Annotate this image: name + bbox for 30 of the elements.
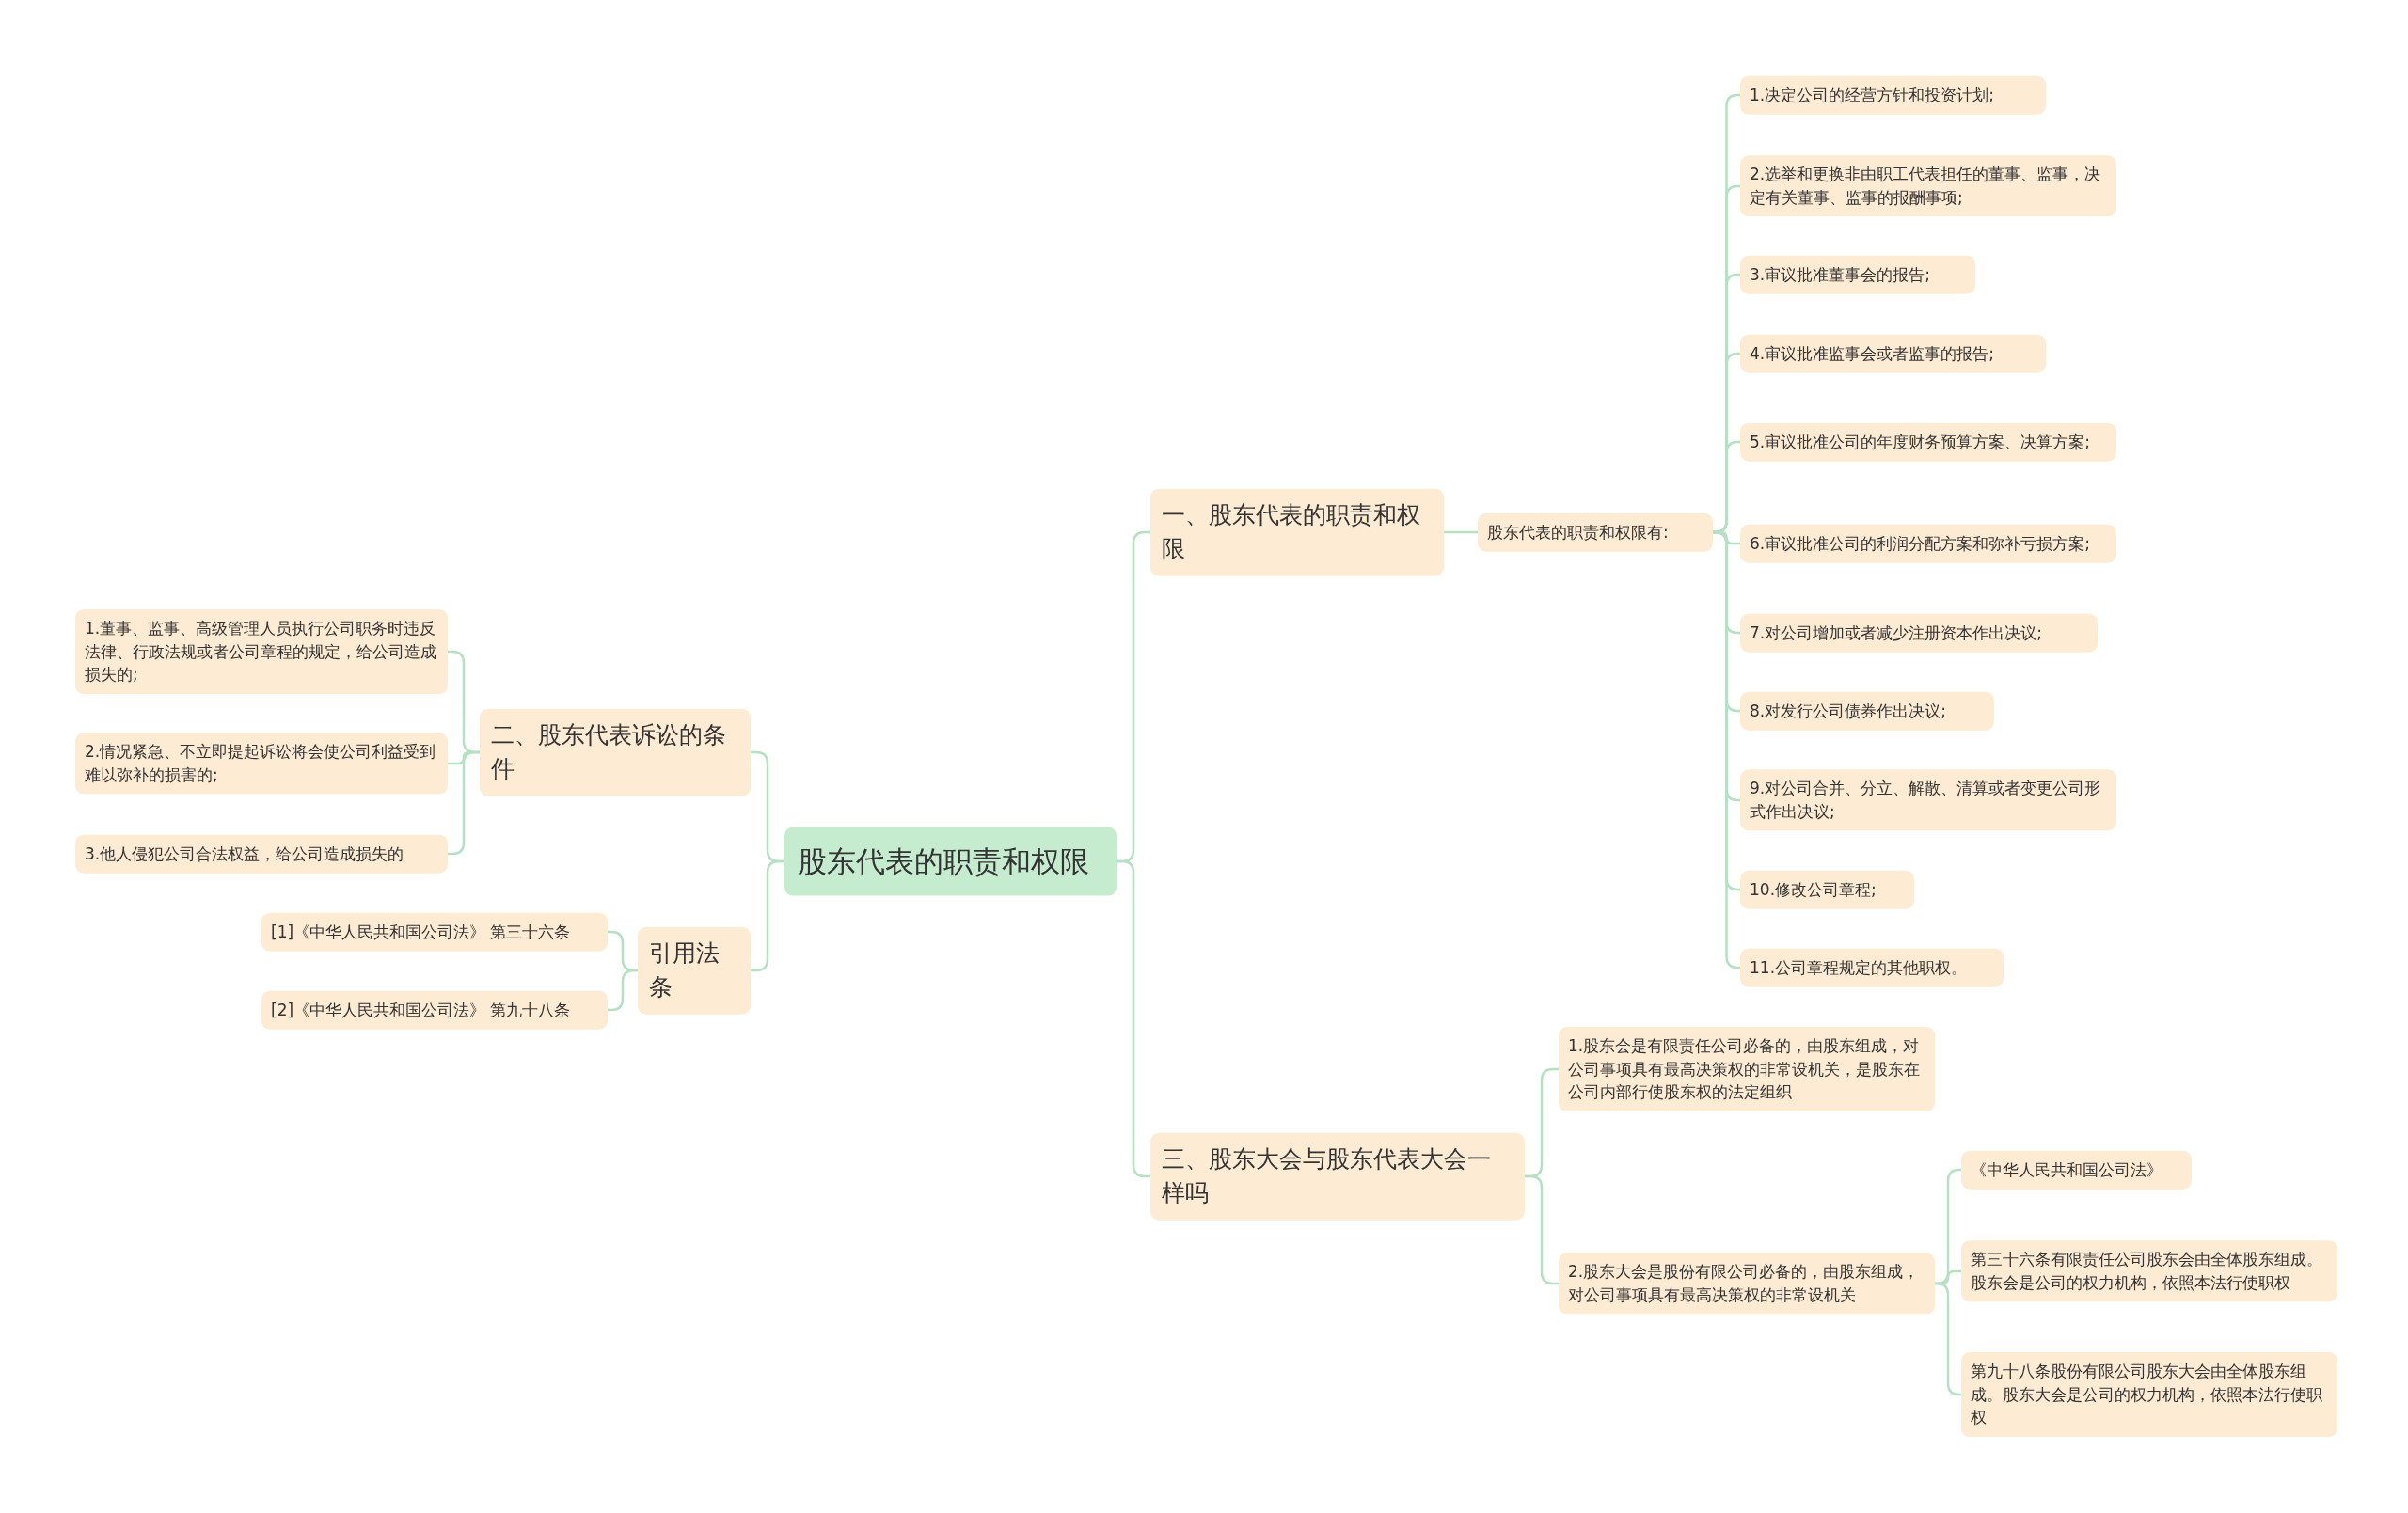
topic-box: 1.董事、监事、高级管理人员执行公司职务时违反法律、行政法规或者公司章程的规定，给公司造成损失的; — [75, 609, 448, 694]
topic-box: 《中华人民共和国公司法》 — [1961, 1150, 2192, 1190]
branch-topic: 二、股东代表诉讼的条件 — [480, 708, 751, 796]
topic-box: [2]《中华人民共和国公司法》 第九十八条 — [261, 990, 608, 1030]
topic-box: 5.审议批准公司的年度财务预算方案、决算方案; — [1740, 422, 2116, 462]
topic-box: 3.他人侵犯公司合法权益，给公司造成损失的 — [75, 834, 448, 874]
topic-box: 3.审议批准董事会的报告; — [1740, 255, 1975, 294]
topic-box: 2.情况紧急、不立即提起诉讼将会使公司利益受到难以弥补的损害的; — [75, 733, 448, 795]
connector-line — [1935, 1282, 1961, 1396]
branch-topic: 一、股东代表的职责和权限 — [1150, 488, 1444, 576]
connector-line — [1444, 530, 1478, 534]
central-topic: 股东代表的职责和权限 — [784, 827, 1117, 896]
topic-box: [1]《中华人民共和国公司法》 第三十六条 — [261, 912, 608, 952]
topic-box: 10.修改公司章程; — [1740, 870, 1914, 909]
topic-box: 9.对公司合并、分立、解散、清算或者变更公司形式作出决议; — [1740, 769, 2116, 831]
subtopic-box: 股东代表的职责和权限有: — [1478, 512, 1713, 552]
topic-box: 2.股东大会是股份有限公司必备的，由股东组成，对公司事项具有最高决策权的非常设机关 — [1559, 1253, 1935, 1315]
topic-box: 2.选举和更换非由职工代表担任的董事、监事，决定有关董事、监事的报酬事项; — [1740, 155, 2116, 217]
topic-box: 4.审议批准监事会或者监事的报告; — [1740, 334, 2046, 373]
topic-box: 第九十八条股份有限公司股东大会由全体股东组成。股东大会是公司的权力机构，依照本法行使职权 — [1961, 1352, 2337, 1437]
topic-box: 1.股东会是有限责任公司必备的，由股东组成，对公司事项具有最高决策权的非常设机关，是股东在公司内部行使股东权的法定组织 — [1559, 1027, 1935, 1111]
topic-box: 6.审议批准公司的利润分配方案和弥补亏损方案; — [1740, 524, 2116, 563]
connector-line — [608, 969, 638, 1012]
topic-box: 8.对发行公司债券作出决议; — [1740, 691, 1994, 731]
topic-box: 1.决定公司的经营方针和投资计划; — [1740, 75, 2046, 115]
topic-box: 7.对公司增加或者减少注册资本作出决议; — [1740, 613, 2098, 653]
branch-topic: 引用法条 — [638, 926, 751, 1015]
branch-topic: 三、股东大会与股东代表大会一样吗 — [1150, 1132, 1525, 1221]
topic-box: 第三十六条有限责任公司股东会由全体股东组成。股东会是公司的权力机构，依照本法行使职权 — [1961, 1240, 2337, 1302]
topic-box: 11.公司章程规定的其他职权。 — [1740, 948, 2004, 987]
